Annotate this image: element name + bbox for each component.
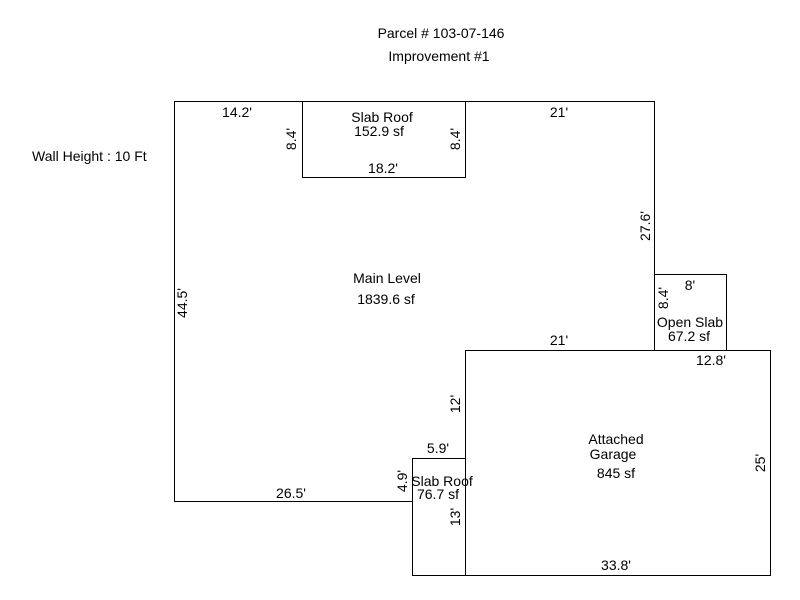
dim-slab-top-bottom: 18.2' [368,160,398,176]
dim-notch-right: 13' [447,507,463,527]
open-slab-name: Open Slab [656,314,724,330]
dim-open-slab-top: 8' [684,277,696,293]
main-level-name: Main Level [353,270,421,286]
garage-area-value: 845 sf [596,465,636,481]
parcel-number: Parcel # 103-07-146 [377,25,505,41]
dim-open-slab-left: 8.4' [655,286,671,310]
attached-garage-area [465,350,771,576]
improvement-label: Improvement #1 [388,48,490,64]
wall-height-label: Wall Height : 10 Ft [32,148,147,164]
dim-slab-top-right: 8.4' [447,127,463,151]
dim-garage-right: 25' [752,453,768,473]
dim-garage-bottom: 33.8' [601,557,631,573]
slab-roof-top-area-value: 152.9 sf [354,123,404,139]
dim-notch-left: 4.9' [394,469,410,493]
dim-top-right: 21' [549,104,569,120]
open-slab-area-value: 67.2 sf [667,328,711,344]
dim-garage-left-upper: 12' [447,394,463,414]
dim-bottom-left: 26.5' [276,485,306,501]
garage-name-line2: Garage [589,446,637,462]
dim-right-upper: 27.6' [637,211,653,241]
garage-name-line1: Attached [588,431,644,447]
dim-notch-top: 5.9' [426,440,450,456]
dim-slab-top-left: 8.4' [283,127,299,151]
dim-garage-top-right: 12.8' [696,352,726,368]
main-level-area-value: 1839.6 sf [357,291,415,307]
slab-roof-bottom-area-value: 76.7 sf [416,486,460,502]
dim-garage-top: 21' [549,332,569,348]
slab-roof-bottom-area [412,458,466,576]
slab-roof-top-name: Slab Roof [351,109,413,125]
slab-roof-bottom-name: Slab Roof [411,473,473,489]
slab-roof-top-area [302,101,466,178]
dim-left: 44.5' [174,288,190,318]
dim-top-left: 14.2' [222,104,252,120]
